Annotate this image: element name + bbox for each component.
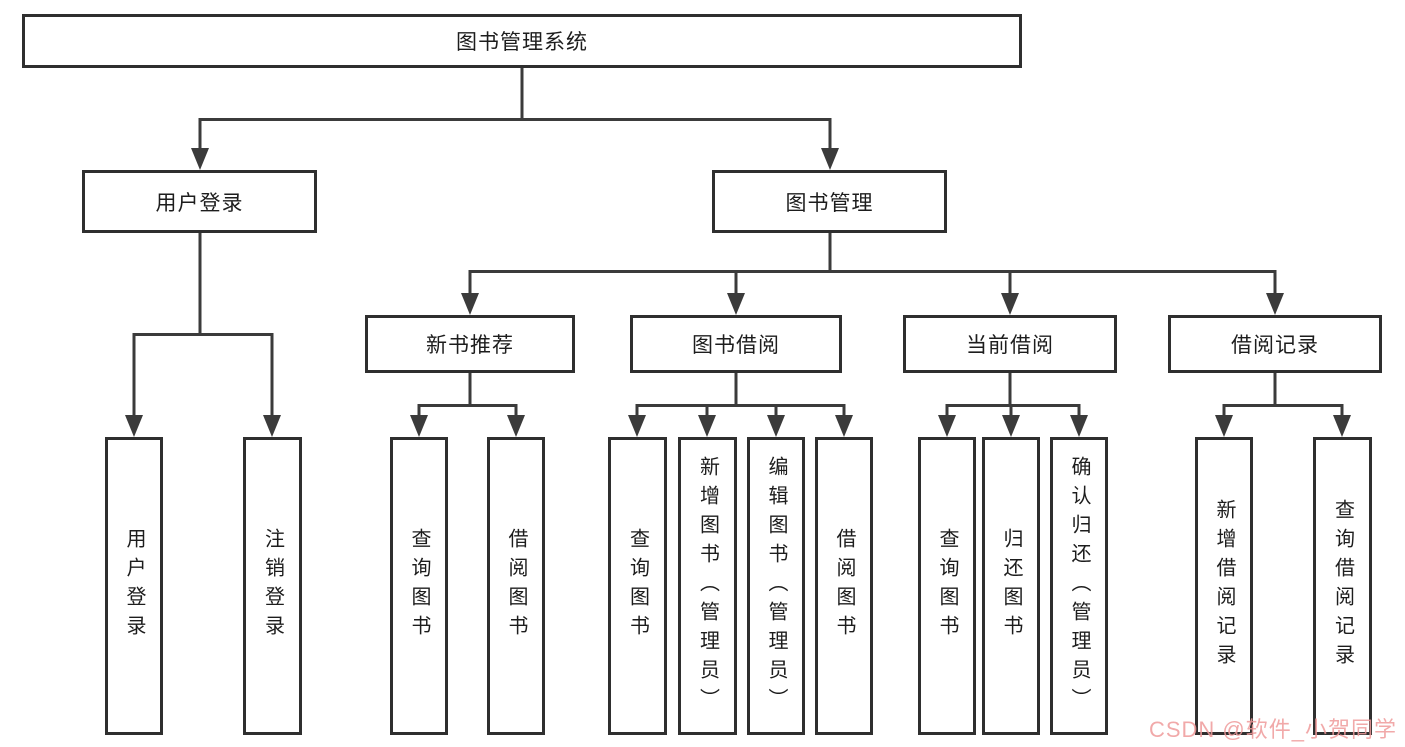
leaf-query-borrow-record: 查询借阅记录 <box>1313 437 1372 735</box>
leaf-query-book-2-label: 查询图书 <box>626 528 649 644</box>
node-root: 图书管理系统 <box>22 14 1022 68</box>
leaf-logout-label: 注销登录 <box>261 528 284 644</box>
node-current-borrow-label: 当前借阅 <box>966 334 1054 357</box>
leaf-user-login-label: 用户登录 <box>123 528 145 644</box>
leaf-add-book-admin-label: 新增图书（管理员） <box>696 455 719 717</box>
leaf-add-borrow-record: 新增借阅记录 <box>1195 437 1253 735</box>
node-borrow-record: 借阅记录 <box>1168 315 1382 373</box>
leaf-add-book-admin: 新增图书（管理员） <box>678 437 737 735</box>
leaf-add-borrow-record-label: 新增借阅记录 <box>1213 499 1235 673</box>
node-root-label: 图书管理系统 <box>456 31 588 54</box>
node-borrow-record-label: 借阅记录 <box>1231 334 1319 357</box>
leaf-user-login: 用户登录 <box>105 437 163 735</box>
node-new-book-recommend: 新书推荐 <box>365 315 575 373</box>
node-book-borrow: 图书借阅 <box>630 315 842 373</box>
leaf-query-borrow-record-label: 查询借阅记录 <box>1331 499 1354 673</box>
node-current-borrow: 当前借阅 <box>903 315 1117 373</box>
leaf-confirm-return-admin: 确认归还（管理员） <box>1050 437 1108 735</box>
leaf-borrow-book-1: 借阅图书 <box>487 437 545 735</box>
leaf-return-book-label: 归还图书 <box>1000 528 1022 644</box>
node-book-borrow-label: 图书借阅 <box>692 334 780 357</box>
leaf-return-book: 归还图书 <box>982 437 1040 735</box>
node-user-login: 用户登录 <box>82 170 317 233</box>
leaf-query-book-1: 查询图书 <box>390 437 448 735</box>
leaf-query-book-1-label: 查询图书 <box>408 528 430 644</box>
leaf-edit-book-admin: 编辑图书（管理员） <box>747 437 805 735</box>
leaf-query-book-2: 查询图书 <box>608 437 667 735</box>
node-book-management: 图书管理 <box>712 170 947 233</box>
leaf-borrow-book-2: 借阅图书 <box>815 437 873 735</box>
leaf-borrow-book-1-label: 借阅图书 <box>505 528 527 644</box>
node-new-book-recommend-label: 新书推荐 <box>426 334 514 357</box>
leaf-borrow-book-2-label: 借阅图书 <box>833 528 855 644</box>
node-user-login-label: 用户登录 <box>155 191 244 215</box>
leaf-query-book-3-label: 查询图书 <box>936 528 958 644</box>
leaf-query-book-3: 查询图书 <box>918 437 976 735</box>
leaf-edit-book-admin-label: 编辑图书（管理员） <box>765 455 787 717</box>
leaf-logout: 注销登录 <box>243 437 302 735</box>
leaf-confirm-return-admin-label: 确认归还（管理员） <box>1068 455 1090 717</box>
node-book-management-label: 图书管理 <box>785 191 874 215</box>
arrowheads <box>125 148 1351 437</box>
